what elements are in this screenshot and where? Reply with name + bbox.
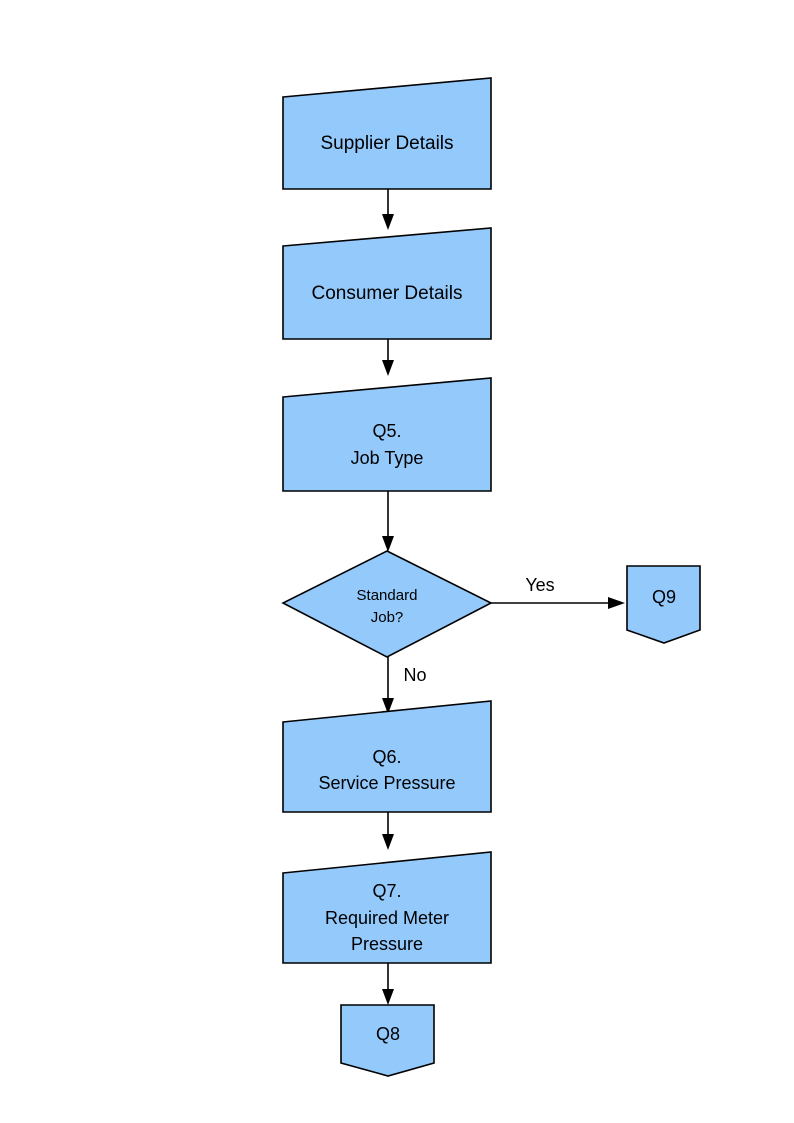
node-label-q6-line1: Q6. <box>372 747 401 767</box>
node-label-q7-line2: Required Meter <box>325 908 449 928</box>
decision-shape[interactable] <box>281 550 493 658</box>
edge-decision-to-q9 <box>491 597 625 609</box>
edge-q7-to-q8 <box>382 963 394 1005</box>
edge-q6-to-q7 <box>382 812 394 850</box>
extract-shape[interactable] <box>340 1004 435 1077</box>
node-label-q7-line1: Q7. <box>372 881 401 901</box>
node-label-q9: Q9 <box>652 587 676 607</box>
node-q6-service-pressure[interactable]: Q6. Service Pressure <box>282 700 492 813</box>
edge-q5-to-decision <box>382 491 394 552</box>
arrow-head-icon <box>382 989 394 1005</box>
node-label-consumer-details: Consumer Details <box>312 283 463 304</box>
node-label-q7-line3: Pressure <box>351 934 423 954</box>
node-q7-required-meter-pressure[interactable]: Q7. Required Meter Pressure <box>282 851 492 964</box>
node-q9[interactable]: Q9 <box>626 565 701 644</box>
arrow-head-icon <box>382 214 394 230</box>
edge-label-yes: Yes <box>525 575 554 595</box>
edge-decision-to-q6 <box>382 657 394 714</box>
arrow-head-icon <box>608 597 625 609</box>
node-label-q8: Q8 <box>376 1024 400 1044</box>
node-label-q5-line2: Job Type <box>351 448 424 468</box>
manual-input-shape[interactable] <box>282 700 492 813</box>
node-label-decision-line2: Job? <box>371 609 404 626</box>
node-consumer-details[interactable]: Consumer Details <box>282 227 492 340</box>
node-label-q5-line1: Q5. <box>372 421 401 441</box>
node-standard-job-decision[interactable]: Standard Job? <box>281 550 493 658</box>
edge-supplier-to-consumer <box>382 189 394 230</box>
edge-consumer-to-q5 <box>382 339 394 376</box>
manual-input-shape[interactable] <box>282 851 492 964</box>
node-label-decision-line1: Standard <box>357 587 418 604</box>
node-q8[interactable]: Q8 <box>340 1004 435 1077</box>
manual-input-shape[interactable] <box>282 377 492 492</box>
node-q5-job-type[interactable]: Q5. Job Type <box>282 377 492 492</box>
extract-shape[interactable] <box>626 565 701 644</box>
node-label-supplier-details: Supplier Details <box>320 133 453 154</box>
node-label-q6-line2: Service Pressure <box>318 773 455 793</box>
manual-input-shape[interactable] <box>282 227 492 340</box>
arrow-head-icon <box>382 360 394 376</box>
arrow-head-icon <box>382 834 394 850</box>
edge-label-no: No <box>403 665 426 685</box>
manual-input-shape[interactable] <box>282 77 492 190</box>
arrow-head-icon <box>382 536 394 552</box>
node-supplier-details[interactable]: Supplier Details <box>282 77 492 190</box>
arrow-head-icon <box>382 698 394 714</box>
